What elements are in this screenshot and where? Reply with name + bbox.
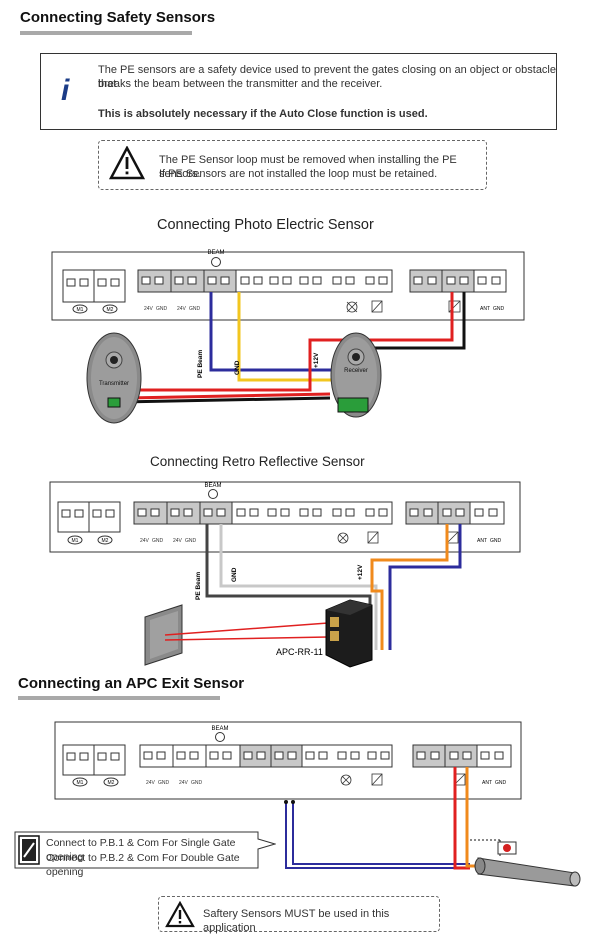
warning-icon <box>109 146 145 180</box>
m2-label: M2 <box>108 780 115 786</box>
24v-label: 24V <box>146 780 156 786</box>
motor-terminals: M1 M2 <box>62 269 126 314</box>
exit-note-callout: Connect to P.B.1 & Com For Single Gate o… <box>14 831 276 878</box>
24v-label: 24V <box>140 538 150 544</box>
m1-label: M1 <box>72 538 79 544</box>
reflector-plate <box>144 604 183 666</box>
info-text-bold: This is absolutely necessary if the Auto… <box>98 108 428 120</box>
wire-black-tx <box>119 396 331 404</box>
gnd-label: GND <box>185 538 197 544</box>
ant-label: ANT <box>480 306 490 312</box>
receiver-device: Receiver <box>330 332 382 418</box>
pe-wiring-diagram: M1 M2 BEAM 24V GND 24V GND ANT GND <box>51 250 525 424</box>
warning-line2: If PE Sensors are not installed the loop… <box>159 168 438 180</box>
gnd-label: GND <box>158 780 170 786</box>
gnd-wire-label: GND <box>234 360 241 375</box>
info-text-line2: breaks the beam between the transmitter … <box>98 78 383 90</box>
gnd-label: GND <box>156 306 168 312</box>
m1-label: M1 <box>77 780 84 786</box>
ant-label: ANT <box>477 538 487 544</box>
gnd-label: GND <box>493 306 505 312</box>
beam-label: BEAM <box>204 483 221 489</box>
gnd-label: GND <box>490 538 502 544</box>
pe-diagram-title: Connecting Photo Electric Sensor <box>157 217 374 233</box>
wire-orange <box>465 767 478 868</box>
heading-rule <box>18 696 220 700</box>
rr-wiring-diagram: M1 M2 BEAM 24V GND 24V GND ANT GND <box>49 481 521 668</box>
motor-terminals: M1 M2 <box>62 744 126 787</box>
m1-label: M1 <box>77 307 84 313</box>
rr-diagram-title: Connecting Retro Reflective Sensor <box>150 454 365 469</box>
m2-label: M2 <box>107 307 114 313</box>
section-heading-safety: Connecting Safety Sensors <box>20 9 216 26</box>
warning-box-safety: Saftery Sensors MUST be used in this app… <box>158 896 440 934</box>
warning-box-pe-loop: The PE Sensor loop must be removed when … <box>98 140 487 190</box>
receiver-label: Receiver <box>344 368 368 374</box>
beam-label: BEAM <box>207 250 224 256</box>
info-icon: i <box>61 76 70 104</box>
reflected-beam-top <box>164 622 329 636</box>
warning-icon <box>165 901 195 928</box>
24v-label: 24V <box>173 538 183 544</box>
info-box: i The PE sensors are a safety device use… <box>40 53 557 130</box>
reflector-model-label: APC-RR-11 <box>276 647 323 657</box>
wire-blue <box>388 524 462 650</box>
12v-wire-label: +12V <box>357 564 364 580</box>
12v-wire-label: +12V <box>313 352 320 368</box>
24v-label: 24V <box>177 306 187 312</box>
gnd-label: GND <box>189 306 201 312</box>
wire-blue-pb <box>285 802 470 869</box>
wire-red <box>453 767 470 870</box>
reflected-beam-bottom <box>164 636 329 641</box>
retro-reflective-sensor <box>325 599 373 668</box>
gnd-label: GND <box>152 538 164 544</box>
24v-label: 24V <box>144 306 154 312</box>
heading-rule <box>20 31 192 35</box>
wire-orange-12v <box>370 524 449 650</box>
beam-label: BEAM <box>211 726 228 732</box>
pe-beam-wire-label: PE Beam <box>197 350 204 378</box>
warning-line1: The PE Sensor loop must be removed when … <box>159 154 457 180</box>
warning2-text: Saftery Sensors MUST be used in this app… <box>203 908 390 934</box>
gnd-wire-label: GND <box>231 567 238 582</box>
exit-sensor-led <box>503 844 511 852</box>
pe-beam-wire-label: PE Beam <box>195 572 202 600</box>
wire-blue-pe-beam <box>209 292 338 372</box>
m2-label: M2 <box>102 538 109 544</box>
gnd-label: GND <box>191 780 203 786</box>
wire-red-tx <box>124 392 331 400</box>
svg-text:i: i <box>61 76 70 104</box>
wire-grey-gnd <box>219 524 378 650</box>
transmitter-label: Transmitter <box>99 381 129 387</box>
24v-label: 24V <box>179 780 189 786</box>
exit-note-line1: Connect to P.B.1 & Com For Single Gate o… <box>46 837 236 863</box>
ant-label: ANT <box>482 780 492 786</box>
section-heading-exit: Connecting an APC Exit Sensor <box>18 675 245 692</box>
exit-sensor-wand <box>474 857 581 887</box>
motor-terminals: M1 M2 <box>57 501 121 545</box>
switch-icon <box>18 835 40 865</box>
exit-wiring-diagram: M1 M2 BEAM 24V GND 24V GND ANT GND <box>54 721 581 887</box>
info-text-line1: The PE sensors are a safety device used … <box>98 64 556 90</box>
exit-note-line2: Connect to P.B.2 & Com For Double Gate o… <box>46 852 240 878</box>
transmitter-device: Transmitter <box>86 332 142 424</box>
gnd-label: GND <box>495 780 507 786</box>
wire-blue-com <box>292 802 470 865</box>
